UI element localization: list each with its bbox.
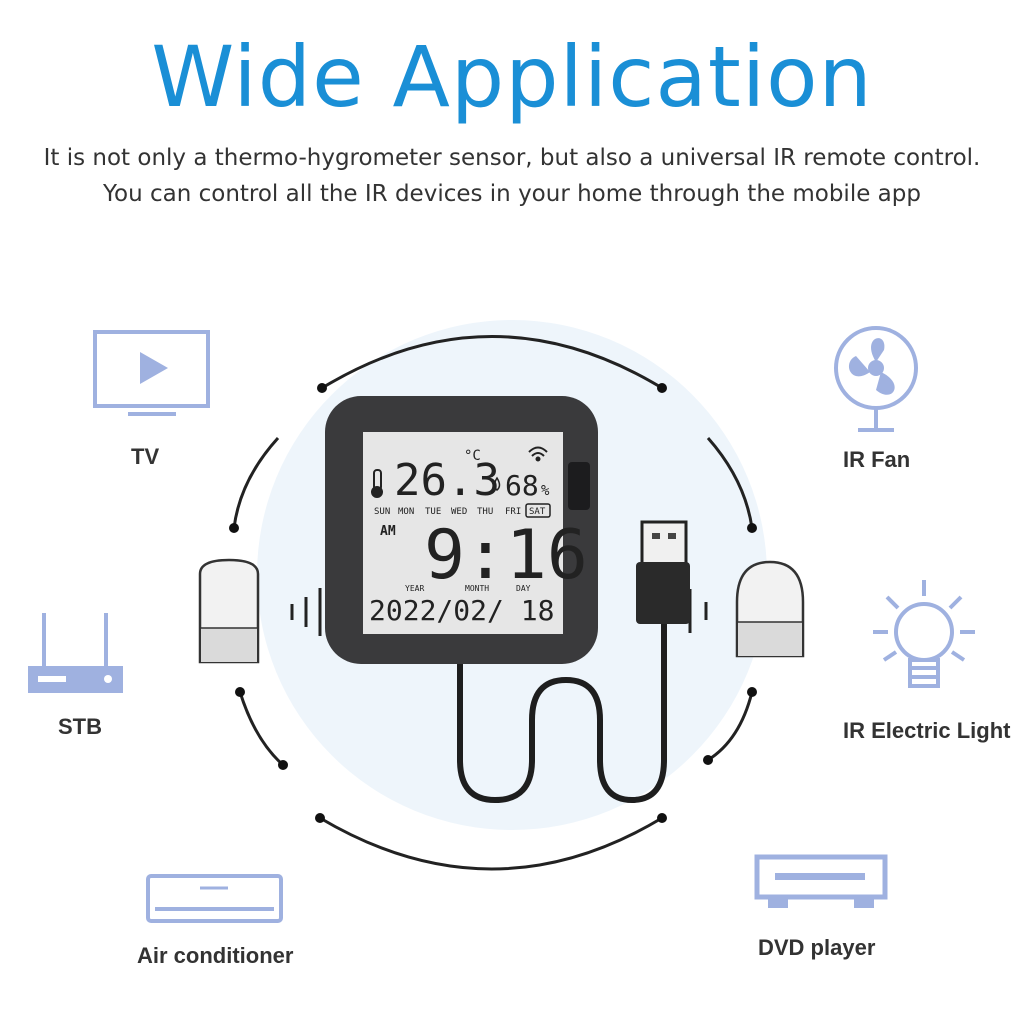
weekday-fri: FRI: [505, 507, 521, 517]
weekday-sat: SAT: [529, 507, 546, 517]
humidity-unit: %: [541, 483, 550, 499]
date-label-day: DAY: [516, 584, 531, 593]
humidity-value: 68: [505, 469, 539, 502]
date-label-month: MONTH: [465, 584, 489, 593]
page-title: Wide Application: [151, 28, 873, 126]
label-tv: TV: [131, 444, 160, 469]
weekday-thu: THU: [477, 507, 493, 517]
usb-plug-icon: [636, 520, 690, 624]
usb-cable: [457, 618, 667, 804]
ir-sensor: [568, 462, 590, 510]
wifi-icon: [528, 446, 548, 462]
smart-speaker-right: [688, 560, 805, 658]
dvd-player-icon: [754, 854, 888, 908]
weekday-sun: SUN: [374, 507, 390, 517]
date-value: 2022/02/ 18: [369, 594, 554, 627]
date-label-year: YEAR: [405, 584, 424, 593]
time-value: 9:16: [424, 516, 588, 595]
subtitle-line-2: You can control all the IR devices in yo…: [103, 181, 921, 207]
ampm-indicator: AM: [380, 524, 396, 539]
active-day-box: [525, 503, 551, 518]
connection-arcs: [232, 335, 754, 871]
lcd-screen: [363, 432, 563, 634]
weekday-tue: TUE: [425, 507, 441, 517]
label-air-conditioner: Air conditioner: [137, 943, 294, 968]
subtitle-line-1: It is not only a thermo-hygrometer senso…: [43, 145, 981, 171]
temperature-unit: °C: [464, 448, 481, 464]
arc-top: [321, 335, 663, 390]
label-ir-light: IR Electric Light: [843, 718, 1011, 743]
weekday-wed: WED: [451, 507, 467, 517]
arc-bottom: [319, 816, 663, 871]
humidity-drop-icon: [493, 476, 501, 491]
arc-dots: [229, 383, 757, 823]
label-dvd-player: DVD player: [758, 935, 876, 960]
arc-upper-right: [706, 437, 754, 529]
arc-upper-left: [232, 436, 280, 529]
temperature-value: 26.3: [394, 455, 500, 506]
label-stb: STB: [58, 714, 102, 739]
smart-speaker-left: [198, 558, 322, 664]
ir-light-icon: [873, 580, 975, 688]
thermometer-icon: [371, 469, 383, 498]
arc-lower-right: [707, 691, 754, 762]
arc-lower-left: [238, 691, 284, 767]
weekday-mon: MON: [398, 507, 414, 517]
air-conditioner-icon: [146, 874, 283, 923]
tv-icon: [93, 330, 210, 416]
label-ir-fan: IR Fan: [843, 447, 911, 472]
weekday-row: SUN MON TUE WED THU FRI SAT: [374, 503, 551, 518]
stb-icon: [28, 613, 123, 693]
ir-fan-icon: [834, 326, 918, 432]
